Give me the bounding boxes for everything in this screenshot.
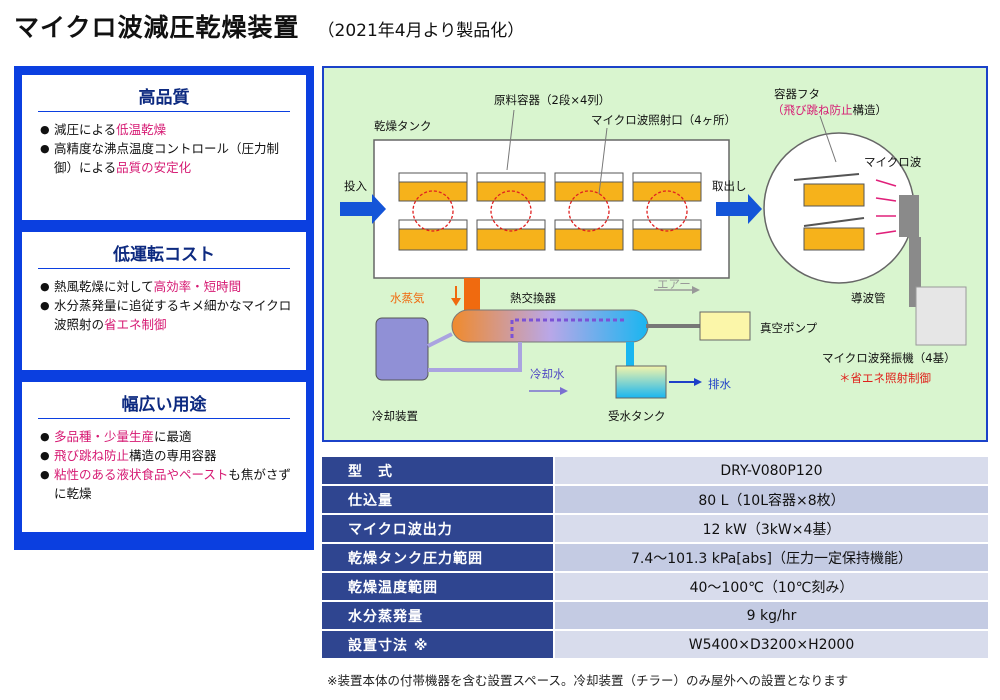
feature-item: 水分蒸発量に追従するキメ細かなマイクロ波照射の省エネ制御 bbox=[40, 296, 296, 334]
features-panel: 高品質 減圧による低温乾燥 高精度な沸点温度コントロール（圧力制御）による品質の… bbox=[14, 66, 314, 550]
cooler-unit bbox=[375, 317, 429, 381]
label-air: エアー bbox=[657, 277, 691, 291]
containers bbox=[398, 172, 702, 251]
table-row: 設置寸法 ※W5400×D3200×H2000 bbox=[322, 631, 988, 660]
receiving-tank bbox=[615, 365, 667, 399]
label-drain: 排水 bbox=[708, 377, 731, 391]
steam-pipe bbox=[464, 278, 480, 316]
label-receiving-tank: 受水タンク bbox=[608, 409, 666, 423]
feature-item: 熱風乾燥に対して高効率・短時間 bbox=[40, 277, 296, 296]
feature-divider bbox=[38, 418, 290, 419]
label-generator: マイクロ波発振機（4基） bbox=[822, 351, 956, 365]
label-cooler: 冷却装置 bbox=[372, 409, 418, 423]
feature-item: 飛び跳ね防止構造の専用容器 bbox=[40, 446, 296, 465]
feature-heading: 低運転コスト bbox=[113, 245, 215, 265]
label-microwave-port: マイクロ波照射口（4ヶ所） bbox=[591, 113, 737, 127]
leader-line bbox=[506, 109, 515, 171]
feature-heading: 高品質 bbox=[138, 88, 190, 108]
label-steam: 水蒸気 bbox=[390, 291, 425, 305]
label-lid: 容器フタ bbox=[774, 87, 820, 101]
feature-card-quality: 高品質 減圧による低温乾燥 高精度な沸点温度コントロール（圧力制御）による品質の… bbox=[22, 75, 306, 220]
system-diagram-graphic bbox=[340, 109, 967, 399]
label-drying-tank: 乾燥タンク bbox=[374, 119, 432, 133]
label-energy-note: ＊省エネ照射制御 bbox=[839, 371, 931, 385]
label-input: 投入 bbox=[344, 179, 367, 193]
feature-heading: 幅広い用途 bbox=[121, 395, 207, 415]
feature-card-cost: 低運転コスト 熱風乾燥に対して高効率・短時間 水分蒸発量に追従するキメ細かなマイ… bbox=[22, 232, 306, 370]
page-subtitle: （2021年4月より製品化） bbox=[317, 21, 525, 41]
feature-item: 高精度な沸点温度コントロール（圧力制御）による品質の安定化 bbox=[40, 139, 296, 177]
input-arrow bbox=[340, 194, 386, 224]
feature-divider bbox=[38, 268, 290, 269]
feature-item: 粘性のある液状食品やペーストも焦がさずに乾燥 bbox=[40, 465, 296, 503]
label-output: 取出し bbox=[712, 179, 747, 193]
label-vacuum-pump: 真空ポンプ bbox=[760, 321, 818, 335]
feature-item: 多品種・少量生産に最適 bbox=[40, 427, 296, 446]
feature-divider bbox=[38, 111, 290, 112]
waveguide-stub bbox=[899, 195, 919, 237]
label-lid-note: （飛び跳ね防止構造） bbox=[772, 103, 887, 117]
leader-line bbox=[819, 115, 837, 163]
leader-line bbox=[598, 127, 608, 195]
microwave-rays bbox=[875, 179, 897, 235]
label-waveguide: 導波管 bbox=[851, 291, 886, 305]
page-title-area: マイクロ波減圧乾燥装置 （2021年4月より製品化） bbox=[14, 8, 524, 44]
vacuum-pump bbox=[699, 311, 751, 341]
microwave-port-marks bbox=[412, 190, 688, 232]
drying-tank bbox=[373, 139, 730, 279]
page-title: マイクロ波減圧乾燥装置 bbox=[14, 13, 300, 42]
feature-item: 減圧による低温乾燥 bbox=[40, 120, 296, 139]
footnote: ※装置本体の付帯機器を含む設置スペース。冷却装置（チラー）のみ屋外への設置となり… bbox=[327, 673, 849, 688]
label-containers: 原料容器（2段×4列） bbox=[494, 93, 611, 107]
output-arrow bbox=[716, 194, 762, 224]
system-diagram: 乾燥タンク 原料容器（2段×4列） マイクロ波照射口（4ヶ所） 容器フタ （飛び… bbox=[322, 66, 988, 442]
heat-exchanger bbox=[451, 309, 649, 343]
label-heat-exchanger: 熱交換器 bbox=[510, 291, 556, 305]
label-microwave: マイクロ波 bbox=[864, 155, 922, 169]
microwave-generator bbox=[915, 286, 967, 346]
label-cooling-water: 冷却水 bbox=[530, 367, 565, 381]
feature-card-applications: 幅広い用途 多品種・少量生産に最適 飛び跳ね防止構造の専用容器 粘性のある液状食… bbox=[22, 382, 306, 532]
